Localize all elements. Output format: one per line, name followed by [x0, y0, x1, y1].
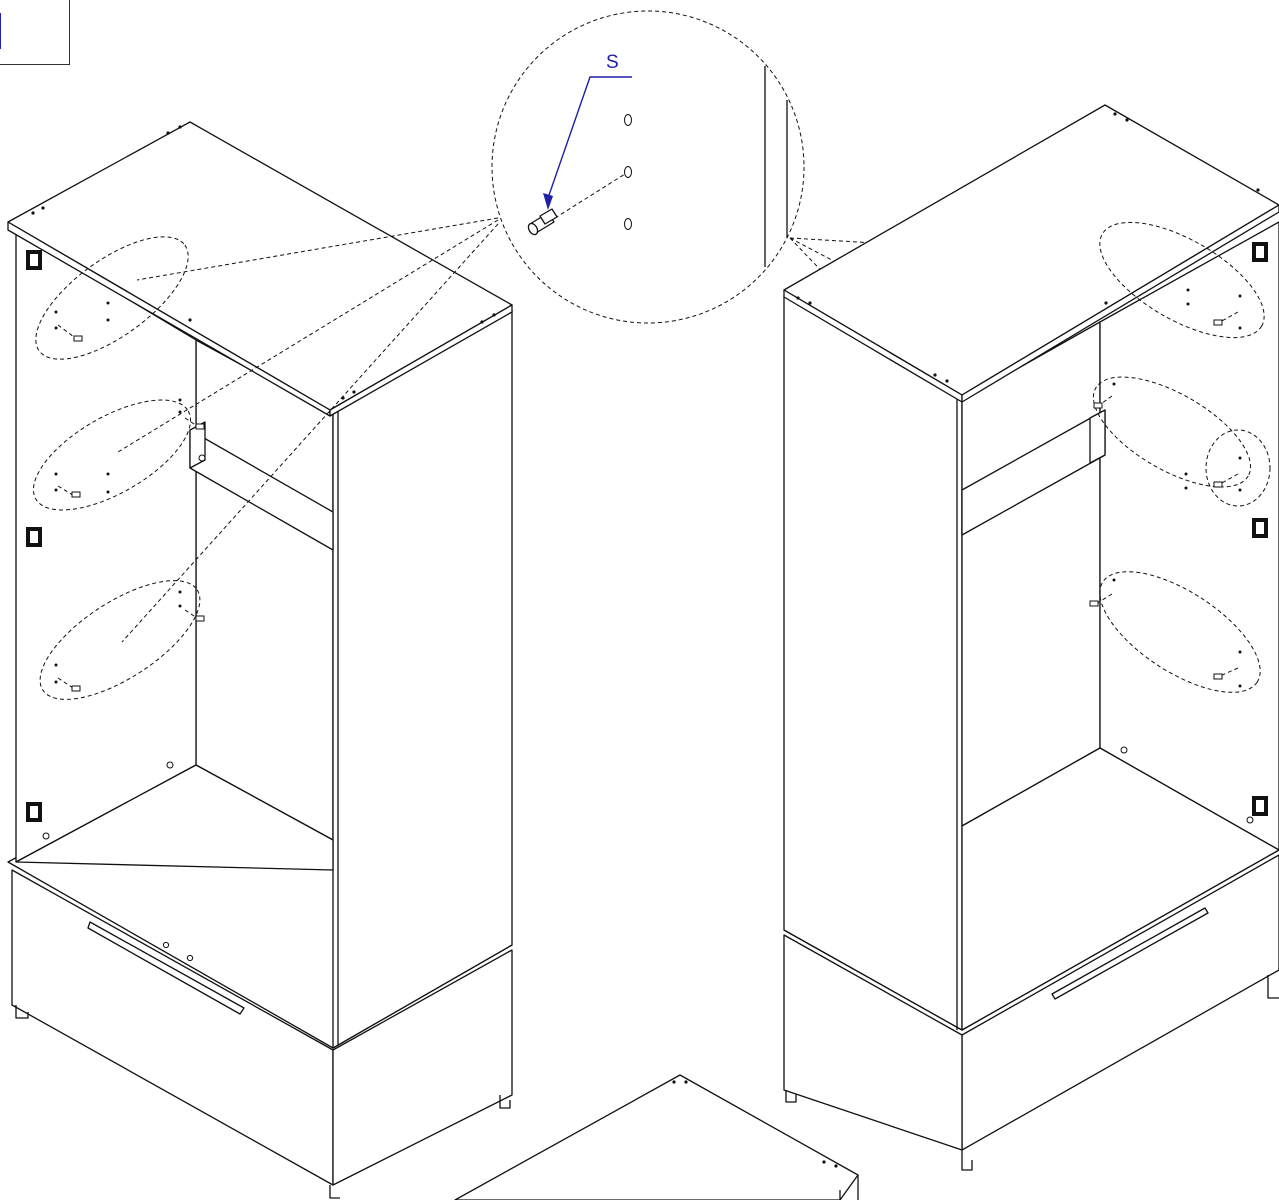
left-leg — [329, 1185, 340, 1199]
left-cam-hole — [42, 832, 50, 840]
detail-hole — [624, 114, 632, 126]
dowel-icon — [1213, 473, 1239, 488]
dowel-zone — [1099, 221, 1265, 339]
dowel-icon — [1213, 311, 1239, 326]
left-top-panel-side — [329, 304, 513, 417]
callout-arrowhead — [543, 193, 553, 210]
left-rail-screw — [198, 454, 206, 462]
right-right-panel — [1099, 221, 1279, 851]
dowel-icon — [184, 609, 205, 622]
left-back-panel — [195, 339, 334, 841]
dowel-zone — [35, 236, 189, 360]
left-leg — [15, 1005, 29, 1019]
dowel-zone — [1099, 571, 1261, 693]
step-number-box — [0, 0, 70, 65]
dowel-zone — [39, 580, 201, 700]
part-label: S — [606, 52, 619, 73]
hinge-icon — [1252, 518, 1268, 538]
hinge-icon — [1252, 242, 1268, 262]
dowel-icon — [57, 324, 83, 342]
hinge-icon — [1252, 796, 1268, 816]
dowel-zone — [32, 399, 192, 511]
left-cam-hole — [166, 761, 174, 769]
left-bottom-shelf — [15, 764, 334, 871]
detail-insert-line — [554, 173, 626, 219]
dowel-zone — [1205, 429, 1271, 507]
dowel-zone — [1092, 376, 1252, 488]
right-bottom-shelf — [961, 747, 1279, 1031]
dowel-icon — [1213, 667, 1239, 680]
right-left-panel — [783, 295, 963, 1031]
right-rail-bracket — [1089, 409, 1106, 464]
dowel-icon — [527, 208, 558, 236]
dowel-icon — [57, 677, 81, 692]
detail-hole — [624, 218, 632, 230]
right-back-panel — [961, 321, 1101, 827]
dowel-icon — [1093, 395, 1113, 409]
right-top-side — [961, 204, 1279, 403]
hinge-icon — [26, 802, 42, 822]
dowel-icon — [184, 417, 205, 430]
right-drawer-handle — [1051, 907, 1209, 1000]
left-bolt — [186, 954, 194, 962]
hinge-icon — [26, 527, 42, 547]
left-bolt — [162, 941, 170, 949]
left-base-side — [332, 949, 513, 1186]
hinge-icon — [26, 250, 42, 270]
left-right-panel — [332, 309, 513, 1049]
step-box-marker — [0, 13, 1, 49]
detail-circle — [491, 10, 805, 324]
right-wardrobe — [783, 104, 1279, 1171]
left-drawer-handle — [87, 921, 245, 1015]
left-wardrobe — [7, 121, 513, 1199]
left-leg — [499, 1095, 511, 1109]
dowel-icon — [57, 485, 81, 498]
dowel-icon — [1089, 593, 1113, 607]
loose-top-panel — [454, 1074, 859, 1200]
detail-hole — [624, 166, 632, 178]
callout-leader — [547, 76, 632, 199]
